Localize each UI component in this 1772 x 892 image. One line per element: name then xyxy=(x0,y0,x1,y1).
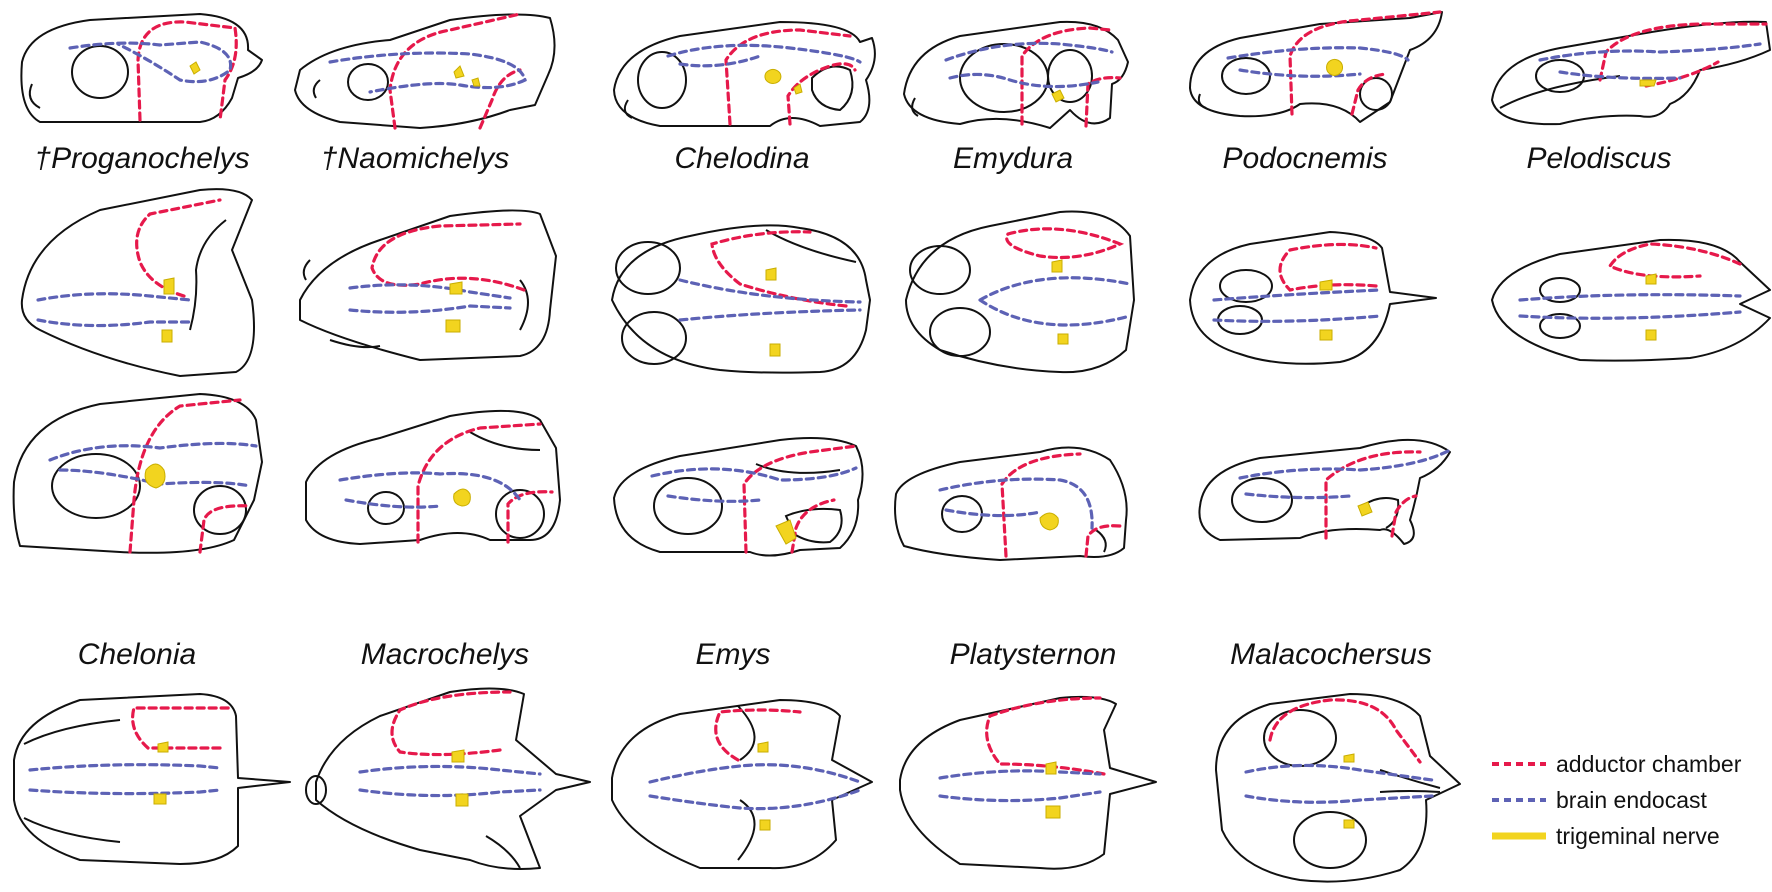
pelodiscus-dorsal-skull xyxy=(1491,238,1771,362)
platysternon-lateral-skull xyxy=(894,446,1128,561)
label-chelonia: Chelonia xyxy=(78,638,196,671)
label-emys: Emys xyxy=(696,638,771,671)
podocnemis-dorsal-skull xyxy=(1189,231,1437,365)
legend-brain-label: brain endocast xyxy=(1556,787,1707,813)
label-proganochelys: †Proganochelys xyxy=(34,142,249,175)
malacochersus-lateral-skull xyxy=(1198,439,1452,545)
chelonia-dorsal-skull xyxy=(13,693,291,865)
proganochelys-lateral-skull xyxy=(20,13,263,123)
emys-lateral-skull xyxy=(613,437,864,557)
legend-adductor-label: adductor chamber xyxy=(1556,751,1742,777)
macrochelys-dorsal-skull xyxy=(305,687,591,870)
label-podocnemis: Podocnemis xyxy=(1222,142,1387,175)
chelodina-lateral-skull xyxy=(613,21,876,127)
label-chelodina: Chelodina xyxy=(674,142,809,175)
naomichelys-dorsal-skull xyxy=(299,209,557,361)
emydura-dorsal-skull xyxy=(905,210,1135,374)
proganochelys-dorsal-skull xyxy=(20,188,255,377)
malacochersus-dorsal-skull xyxy=(1215,693,1461,883)
label-macrochelys: Macrochelys xyxy=(361,638,529,671)
label-naomichelys: †Naomichelys xyxy=(321,142,509,175)
emys-dorsal-skull xyxy=(611,699,873,870)
chelonia-lateral-skull xyxy=(12,393,263,554)
label-platysternon: Platysternon xyxy=(950,638,1117,671)
chelodina-dorsal-skull xyxy=(611,224,871,374)
label-pelodiscus: Pelodiscus xyxy=(1526,142,1671,175)
macrochelys-lateral-skull xyxy=(305,409,561,545)
legend-nerve-label: trigeminal nerve xyxy=(1556,823,1720,849)
label-malacochersus: Malacochersus xyxy=(1230,638,1432,671)
pelodiscus-lateral-skull xyxy=(1491,20,1771,126)
legend: adductor chamber brain endocast trigemin… xyxy=(1492,751,1742,849)
platysternon-dorsal-skull xyxy=(899,695,1157,870)
label-emydura: Emydura xyxy=(953,142,1073,175)
podocnemis-lateral-skull xyxy=(1189,10,1443,123)
naomichelys-lateral-skull xyxy=(294,12,556,130)
emydura-lateral-skull xyxy=(903,20,1129,129)
